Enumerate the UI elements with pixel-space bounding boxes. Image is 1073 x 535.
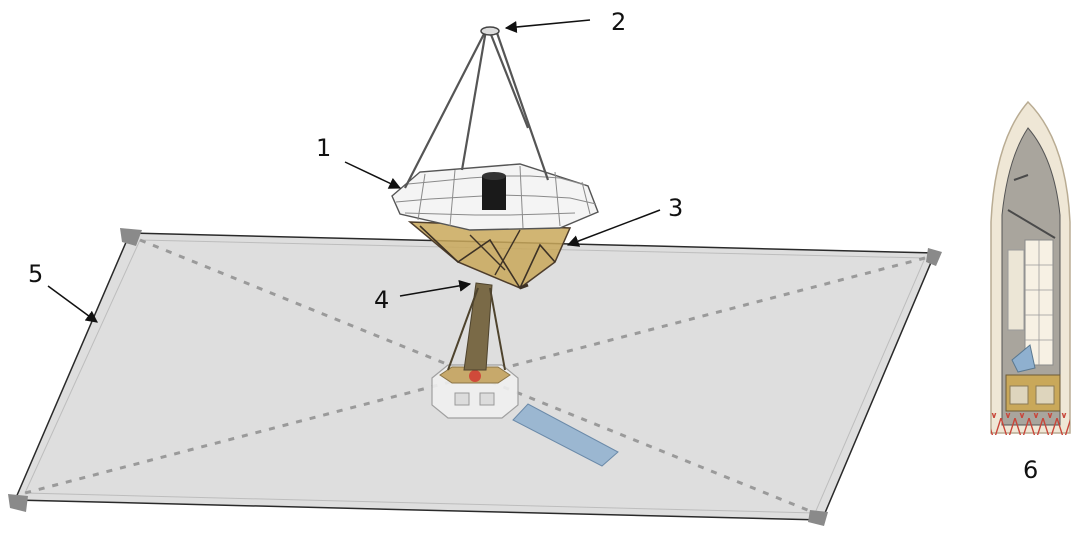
truss-member: [519, 283, 529, 290]
callout-label-1: 1: [316, 134, 331, 162]
truss-members: [419, 225, 556, 290]
callout-label-3: 3: [668, 194, 683, 222]
stowed-bus-panel: [1035, 385, 1055, 405]
truss-member: [469, 234, 506, 271]
launch-fairing: [990, 100, 1071, 435]
stowed-strut: [1007, 209, 1056, 239]
callout-label-4: 4: [374, 286, 389, 314]
callout-arrow-4: [399, 279, 472, 297]
stowed-side-wing: [1007, 249, 1025, 331]
radiator-panel: [512, 403, 619, 467]
stowed-bus-panel: [1009, 385, 1029, 405]
secondary-baffle: [482, 176, 506, 210]
sunshade-corner-fitting: [120, 228, 142, 246]
callout-arrows: [47, 19, 661, 323]
stowed-strut: [1013, 174, 1029, 181]
deployable-tower: [447, 282, 506, 371]
tower-strut: [489, 287, 506, 371]
tower-boom: [463, 282, 493, 371]
callout-arrow-3: [566, 209, 661, 247]
callout-arrow-5: [47, 285, 98, 323]
callout-arrow-1: [344, 161, 402, 189]
secondary-baffle-top: [482, 172, 506, 180]
stowed-mirror-segments: [1025, 240, 1053, 365]
secondary-support-struts: [404, 29, 550, 189]
callout-arrow-2: [504, 19, 591, 33]
secondary-mirror: [480, 26, 500, 36]
callout-label-2: 2: [611, 8, 626, 36]
callout-label-6: 6: [1023, 456, 1038, 484]
stowed-blue-element: [1011, 344, 1036, 373]
sunshade-corner-fitting: [8, 494, 28, 512]
bus-panel: [454, 392, 470, 406]
callout-label-5: 5: [28, 260, 43, 288]
sunshade-corner-fitting: [926, 248, 942, 266]
payload-adapter-cone: [991, 413, 1070, 435]
truss-member: [494, 229, 521, 276]
primary-mirror: [391, 163, 599, 231]
sunshade-corner-fitting: [808, 510, 828, 526]
bus-panel: [479, 392, 495, 406]
spacecraft-bus: [431, 364, 519, 419]
tower-strut: [447, 287, 479, 371]
bus-red-dome: [469, 370, 481, 382]
